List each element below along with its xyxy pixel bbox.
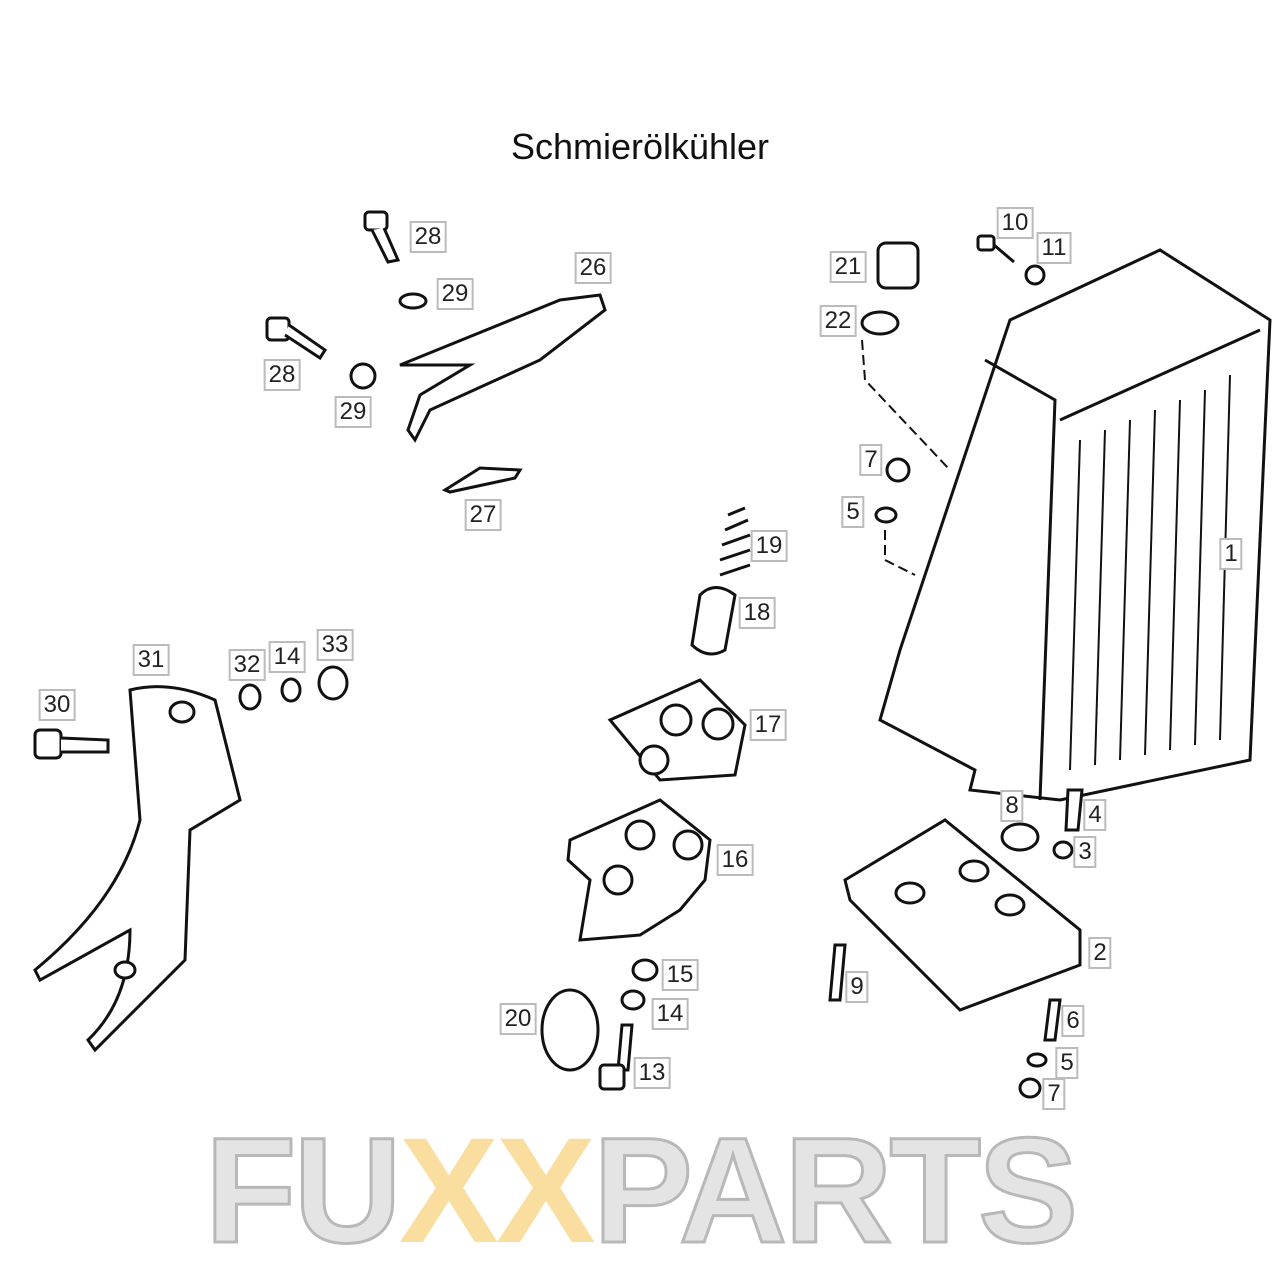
part-label-1[interactable]: 1 (1219, 538, 1243, 570)
part-label-32[interactable]: 32 (228, 649, 266, 681)
stud-9 (828, 943, 847, 1002)
part-label-21[interactable]: 21 (829, 251, 867, 283)
oil-cooler-radiator (878, 248, 1272, 802)
nut-7-bottom (1018, 1077, 1042, 1099)
bolt-28-top (363, 210, 401, 264)
part-label-29[interactable]: 29 (436, 278, 474, 310)
part-label-33[interactable]: 33 (316, 629, 354, 661)
housing-16 (566, 798, 712, 942)
pad-27 (441, 466, 523, 494)
part-label-9[interactable]: 9 (845, 971, 869, 1003)
seal-8 (1000, 822, 1040, 852)
part-label-8[interactable]: 8 (1000, 790, 1024, 822)
part-label-28[interactable]: 28 (263, 359, 301, 391)
plug-21 (876, 241, 920, 290)
washer-15 (631, 958, 659, 982)
washer-11 (1024, 264, 1046, 286)
part-label-3[interactable]: 3 (1073, 836, 1097, 868)
washer-29-left (349, 362, 377, 390)
watermark-xx: XX (398, 1106, 596, 1274)
part-label-26[interactable]: 26 (574, 252, 612, 284)
screw-10 (976, 234, 1015, 264)
part-label-15[interactable]: 15 (661, 959, 699, 991)
washer-29-top (398, 292, 428, 310)
part-label-7[interactable]: 7 (859, 444, 883, 476)
part-label-28[interactable]: 28 (409, 221, 447, 253)
part-label-20[interactable]: 20 (499, 1003, 537, 1035)
nut-7-top (885, 457, 911, 483)
washer-32 (238, 683, 262, 711)
part-label-31[interactable]: 31 (132, 644, 170, 676)
guard-31 (33, 685, 242, 1053)
bolt-28-left (265, 316, 328, 361)
part-label-10[interactable]: 10 (996, 207, 1034, 239)
part-label-2[interactable]: 2 (1088, 937, 1112, 969)
washer-3 (1052, 840, 1074, 860)
part-label-5[interactable]: 5 (1055, 1047, 1079, 1079)
spring-19 (719, 506, 751, 577)
part-label-4[interactable]: 4 (1083, 799, 1107, 831)
part-label-6[interactable]: 6 (1061, 1005, 1085, 1037)
watermark: FUXXPARTS (0, 1114, 1280, 1267)
part-label-17[interactable]: 17 (749, 709, 787, 741)
washer-14-left (280, 677, 302, 703)
sleeve-20 (540, 988, 600, 1072)
part-label-18[interactable]: 18 (738, 597, 776, 629)
bracket-26 (399, 293, 607, 443)
washer-5-top (874, 506, 898, 524)
stud-6 (1043, 998, 1062, 1042)
part-label-22[interactable]: 22 (819, 305, 857, 337)
watermark-fu: FU (203, 1106, 403, 1274)
part-label-14[interactable]: 14 (651, 998, 689, 1030)
washer-5-bottom (1026, 1052, 1048, 1068)
part-label-27[interactable]: 27 (464, 499, 502, 531)
bolt-30 (33, 728, 110, 760)
bolt-13 (598, 1023, 634, 1091)
part-label-5[interactable]: 5 (841, 496, 865, 528)
part-label-19[interactable]: 19 (750, 530, 788, 562)
screw-4 (1064, 788, 1084, 832)
nut-33 (317, 665, 349, 701)
part-label-7[interactable]: 7 (1042, 1078, 1066, 1110)
washer-14-lower (620, 989, 646, 1011)
part-label-30[interactable]: 30 (38, 689, 76, 721)
part-label-13[interactable]: 13 (633, 1057, 671, 1089)
watermark-parts: PARTS (591, 1106, 1079, 1274)
seal-22 (860, 310, 900, 336)
diagram-title: Schmierölkühler (510, 126, 770, 167)
part-label-29[interactable]: 29 (334, 396, 372, 428)
part-label-14[interactable]: 14 (268, 641, 306, 673)
part-label-11[interactable]: 11 (1036, 232, 1072, 264)
cover-plate-2 (843, 818, 1082, 1012)
piston-18 (690, 586, 737, 656)
part-label-16[interactable]: 16 (716, 844, 754, 876)
